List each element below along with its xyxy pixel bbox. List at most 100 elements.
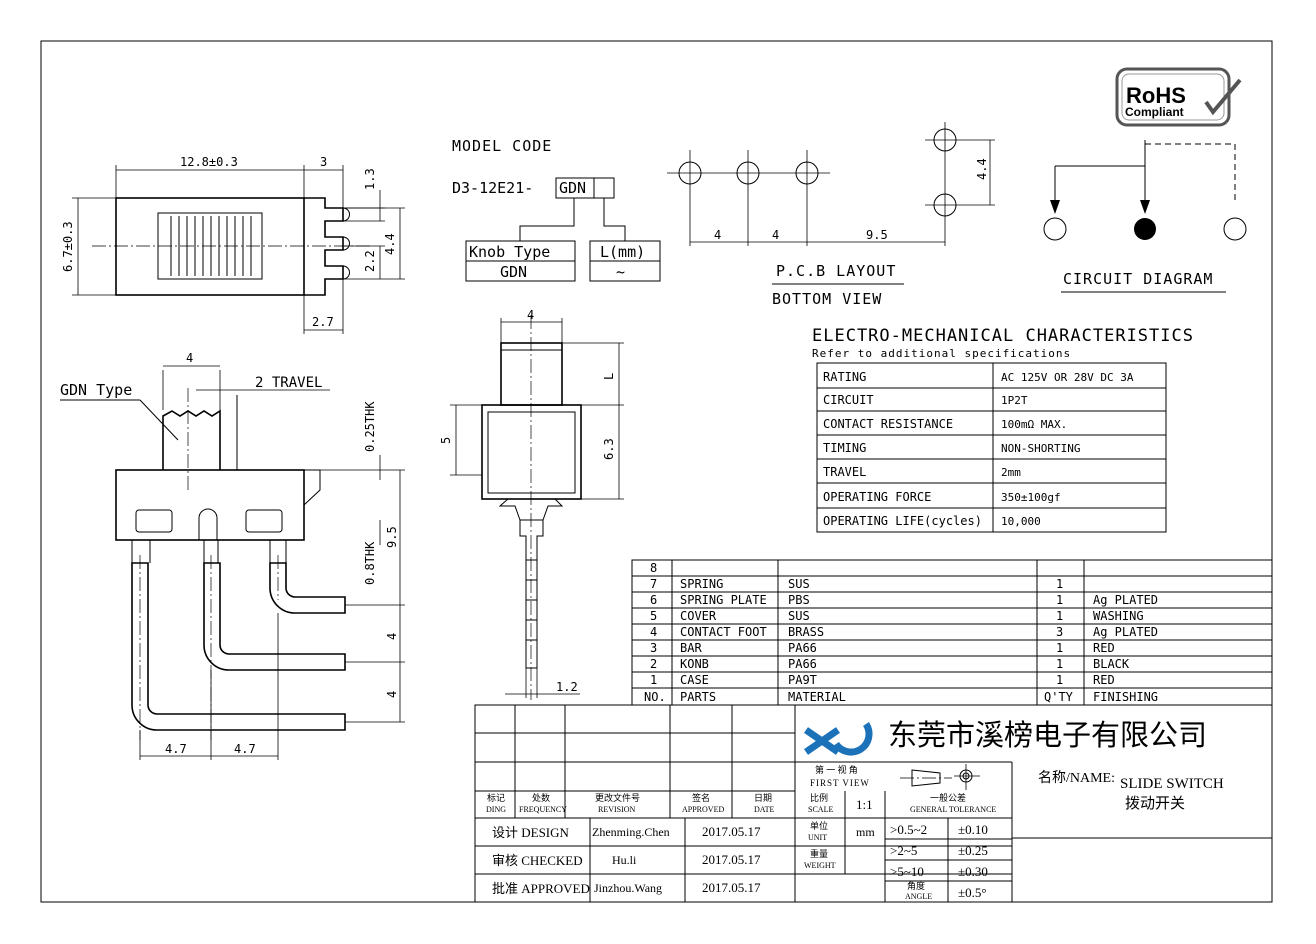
char-value: 100mΩ MAX. [1001, 418, 1067, 431]
bom-part: KONB [680, 657, 709, 671]
pcb-dim-b: 4 [772, 228, 779, 242]
terminal-common-icon [1134, 218, 1156, 240]
tol-angle-value: ±0.5° [958, 885, 987, 900]
hdr-date-en: DATE [754, 805, 775, 814]
tol-value-3: ±0.30 [958, 864, 988, 879]
bom-no: 6 [650, 593, 657, 607]
char-value: 2mm [1001, 466, 1021, 479]
tol-range-2: >2~5 [890, 843, 917, 858]
bom-material: PA66 [788, 641, 817, 655]
hdr-ding-en: DING [486, 805, 506, 814]
dim-top-right: 3 [320, 155, 327, 169]
characteristics-table: ELECTRO-MECHANICAL CHARACTERISTICS Refer… [812, 326, 1194, 533]
bom-finish: RED [1093, 673, 1115, 687]
dim-4-4: 4.4 [383, 233, 397, 255]
bom-qty: 1 [1056, 657, 1063, 671]
pcb-dim-v: 4.4 [975, 158, 989, 180]
unit-value: mm [856, 825, 875, 839]
checked-name: Hu.li [612, 853, 637, 867]
bom-header-part: PARTS [680, 690, 716, 704]
rohs-text: RoHS [1126, 83, 1186, 108]
bom-material: PBS [788, 593, 810, 607]
dim-front-height: 9.5 [385, 526, 399, 548]
dim-pin-2: 4 [385, 691, 399, 698]
hdr-freq-cn: 处数 [532, 792, 550, 803]
design-date: 2017.05.17 [702, 824, 761, 839]
bom-part: CONTACT FOOT [680, 625, 767, 639]
side-dim-pin: 1.2 [556, 680, 578, 694]
name-cn: 拨动开关 [1125, 795, 1185, 812]
weight-cn: 重量 [810, 848, 828, 859]
dim-bottom-1: 4.7 [165, 742, 187, 756]
char-value: AC 125V OR 28V DC 3A [1001, 371, 1134, 384]
dim-bottom: 2.7 [312, 315, 334, 329]
bom-no: 8 [650, 561, 657, 575]
thk-08: 0.8THK [363, 541, 377, 585]
char-value: 350±100gf [1001, 491, 1061, 504]
dim-height: 6.7±0.3 [61, 221, 75, 272]
tol-value-1: ±0.10 [958, 822, 988, 837]
characteristics-title: ELECTRO-MECHANICAL CHARACTERISTICS [812, 326, 1194, 346]
bom-material: PA66 [788, 657, 817, 671]
bom-qty: 1 [1056, 641, 1063, 655]
side-dim-63: 6.3 [602, 438, 616, 460]
pcb-label-2: BOTTOM VIEW [772, 290, 882, 308]
char-key: CIRCUIT [823, 393, 874, 407]
pcb-label-1: P.C.B LAYOUT [776, 262, 896, 280]
company-logo-x-icon [804, 727, 840, 755]
bom-finish: Ag PLATED [1093, 593, 1158, 607]
terminal-left-icon [1043, 217, 1067, 241]
bom-qty: 1 [1056, 593, 1063, 607]
projection-symbol-icon [900, 764, 980, 790]
knob-type-value: GDN [500, 263, 527, 281]
unit-cn: 单位 [810, 820, 828, 831]
name-en: SLIDE SWITCH [1120, 776, 1224, 792]
knob-type-label: Knob Type [469, 243, 550, 261]
side-dim-l: L [602, 373, 616, 380]
dim-2-2: 2.2 [363, 250, 377, 272]
bom-finish: RED [1093, 641, 1115, 655]
char-key: TRAVEL [823, 465, 866, 479]
char-key: OPERATING FORCE [823, 490, 931, 504]
angle-en: ANGLE [905, 892, 932, 901]
hdr-ding-cn: 标记 [487, 792, 505, 803]
model-code-prefix: D3-12E21- [452, 179, 533, 197]
company-logo [804, 722, 873, 756]
bom-no: 7 [650, 577, 657, 591]
tol-range-3: >5~10 [890, 864, 924, 879]
pcb-dim-c: 9.5 [866, 228, 888, 242]
company-name: 东莞市溪榜电子有限公司 [888, 719, 1207, 752]
bom-finish: BLACK [1093, 657, 1130, 671]
bom-header-finish: FINISHING [1093, 690, 1158, 704]
pcb-layout: 4 4 9.5 4.4 P.C.B LAYOUT BOTTOM VIEW [667, 122, 995, 308]
hdr-rev-en: REVISION [598, 805, 636, 814]
model-code-box: GDN [559, 179, 586, 197]
design-label: 设计 DESIGN [492, 825, 570, 840]
bom-header-no: NO. [644, 690, 666, 704]
characteristics-subtitle: Refer to additional specifications [812, 347, 1071, 360]
length-label: L(mm) [600, 243, 645, 261]
circuit-label: CIRCUIT DIAGRAM [1063, 270, 1213, 288]
bom-material: BRASS [788, 625, 824, 639]
hdr-date-cn: 日期 [754, 793, 772, 803]
length-value: ~ [616, 263, 625, 281]
tol-value-2: ±0.25 [958, 843, 988, 858]
rohs-compliant-text: Compliant [1125, 105, 1184, 119]
unit-en: UNIT [808, 833, 827, 842]
scale-value: 1:1 [856, 797, 873, 812]
bom-part: SPRING PLATE [680, 593, 767, 607]
company-logo-swoosh-icon [833, 722, 873, 756]
dim-pin-1: 4 [385, 633, 399, 640]
bom-part: SPRING [680, 577, 723, 591]
bom-no: 4 [650, 625, 657, 639]
tolerance-en: GENERAL TOLERANCE [910, 805, 996, 814]
bom-part: BAR [680, 641, 702, 655]
name-label: 名称/NAME: [1038, 770, 1115, 786]
hdr-appr-cn: 签名 [692, 792, 710, 803]
checkmark-icon [1204, 78, 1242, 116]
knob-type-callout: GDN Type [60, 381, 132, 399]
bom-part: COVER [680, 609, 717, 623]
tolerance-cn: 一般公差 [930, 792, 966, 803]
terminal-right-icon [1223, 217, 1247, 241]
